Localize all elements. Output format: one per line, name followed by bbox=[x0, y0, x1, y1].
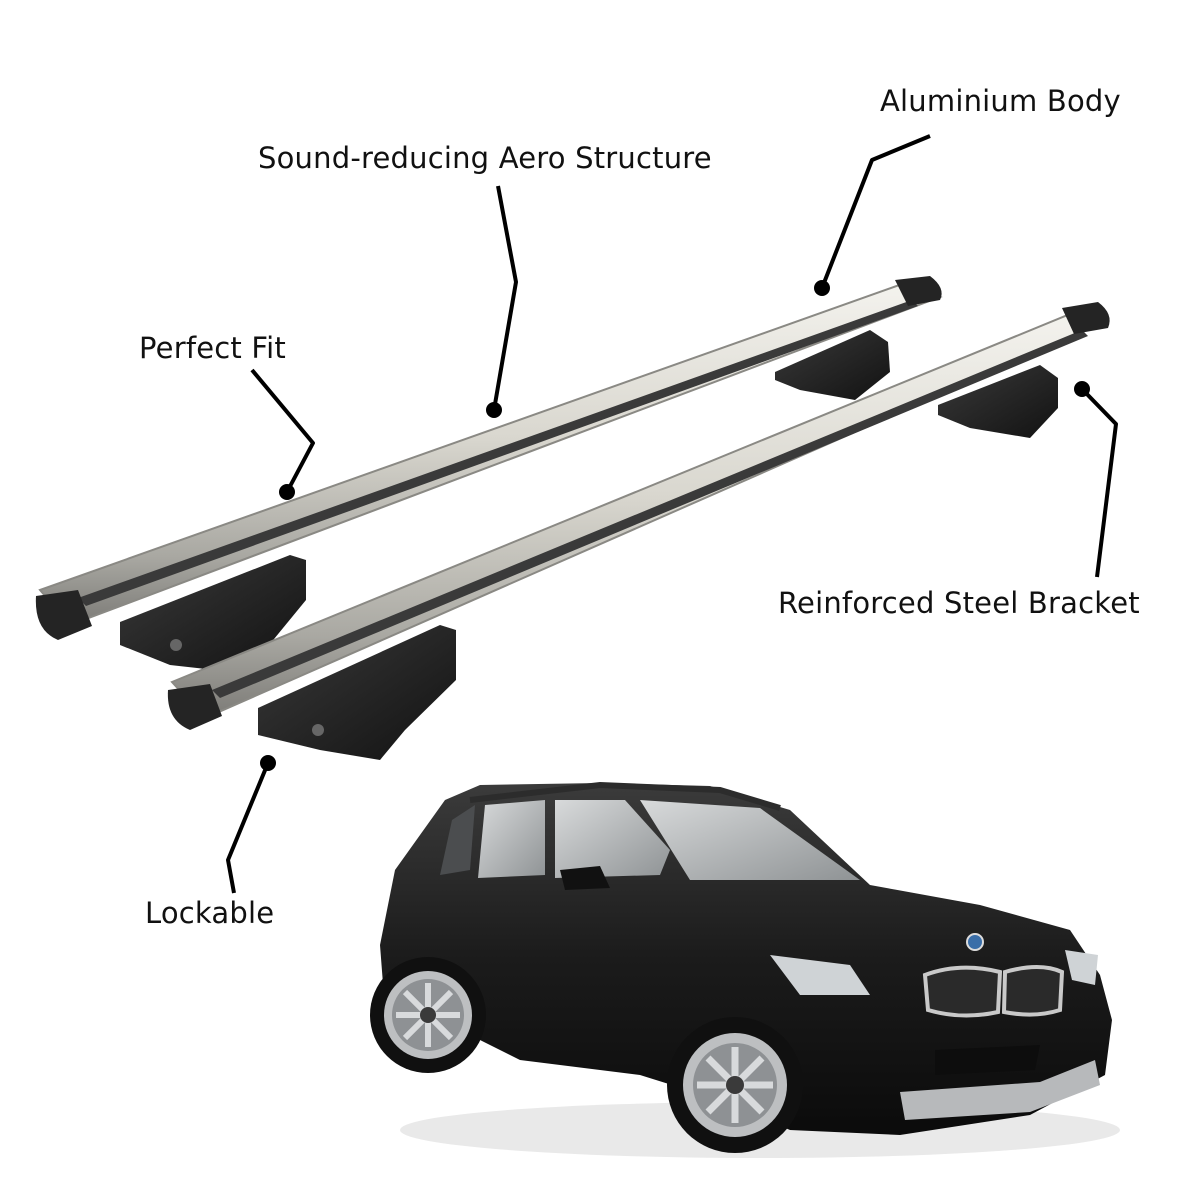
callout-aero-structure: Sound-reducing Aero Structure bbox=[258, 141, 712, 175]
leader-aero-structure bbox=[492, 185, 518, 411]
lock-cylinder-front bbox=[312, 724, 324, 736]
leader-dot-perfect-fit bbox=[279, 484, 295, 500]
roof-bar-rear-rubber-strip bbox=[78, 300, 918, 606]
leader-dot-aero-structure bbox=[486, 402, 502, 418]
roof-bar-rear bbox=[35, 276, 943, 670]
callout-aluminium-body: Aluminium Body bbox=[880, 84, 1121, 118]
leader-dot-lockable bbox=[260, 755, 276, 771]
car-suv bbox=[370, 781, 1120, 1158]
roof-bar-front bbox=[167, 302, 1110, 760]
car-windshield bbox=[640, 800, 860, 880]
roof-bar-front-endcap-left bbox=[167, 684, 222, 730]
leader-lockable bbox=[226, 762, 270, 894]
car-side-window-front bbox=[555, 800, 670, 878]
roof-bar-rear-endcap-left bbox=[35, 590, 92, 640]
leader-aluminium-body bbox=[820, 134, 931, 289]
leader-dot-steel-bracket bbox=[1074, 381, 1090, 397]
callout-steel-bracket: Reinforced Steel Bracket bbox=[778, 586, 1140, 620]
roof-bar-rear-endcap-right bbox=[895, 276, 942, 306]
callout-lockable: Lockable bbox=[145, 896, 275, 930]
callout-perfect-fit: Perfect Fit bbox=[139, 331, 287, 365]
roof-bar-rear-foot-right bbox=[775, 330, 890, 400]
car-roof-rail bbox=[469, 781, 781, 811]
car-bumper-skid bbox=[900, 1060, 1100, 1120]
car-headlight-right bbox=[1065, 950, 1098, 985]
roof-bar-rear-foot-left bbox=[120, 555, 306, 670]
car-side-window-rear bbox=[478, 800, 545, 878]
leader-steel-bracket bbox=[1080, 387, 1118, 578]
car-headlight bbox=[770, 955, 870, 995]
roof-bar-front-rubber-strip bbox=[212, 330, 1088, 698]
roof-bar-front-foot-right bbox=[938, 365, 1058, 438]
car-fog-vent bbox=[935, 1045, 1040, 1075]
car-wheel-front bbox=[667, 1017, 803, 1153]
roof-bar-front-foot-left bbox=[258, 625, 456, 760]
car-logo-icon bbox=[966, 933, 984, 951]
lock-cylinder-rear bbox=[170, 639, 182, 651]
car-kidney-grille bbox=[922, 965, 1065, 1018]
leader-perfect-fit bbox=[250, 368, 315, 493]
car-wheel-rear bbox=[370, 957, 486, 1073]
leader-dot-aluminium-body bbox=[814, 280, 830, 296]
leader-lines bbox=[226, 134, 1118, 894]
car-side-mirror bbox=[560, 866, 610, 890]
car-rear-window bbox=[440, 805, 475, 875]
roof-bar-front-endcap-right bbox=[1062, 302, 1110, 334]
